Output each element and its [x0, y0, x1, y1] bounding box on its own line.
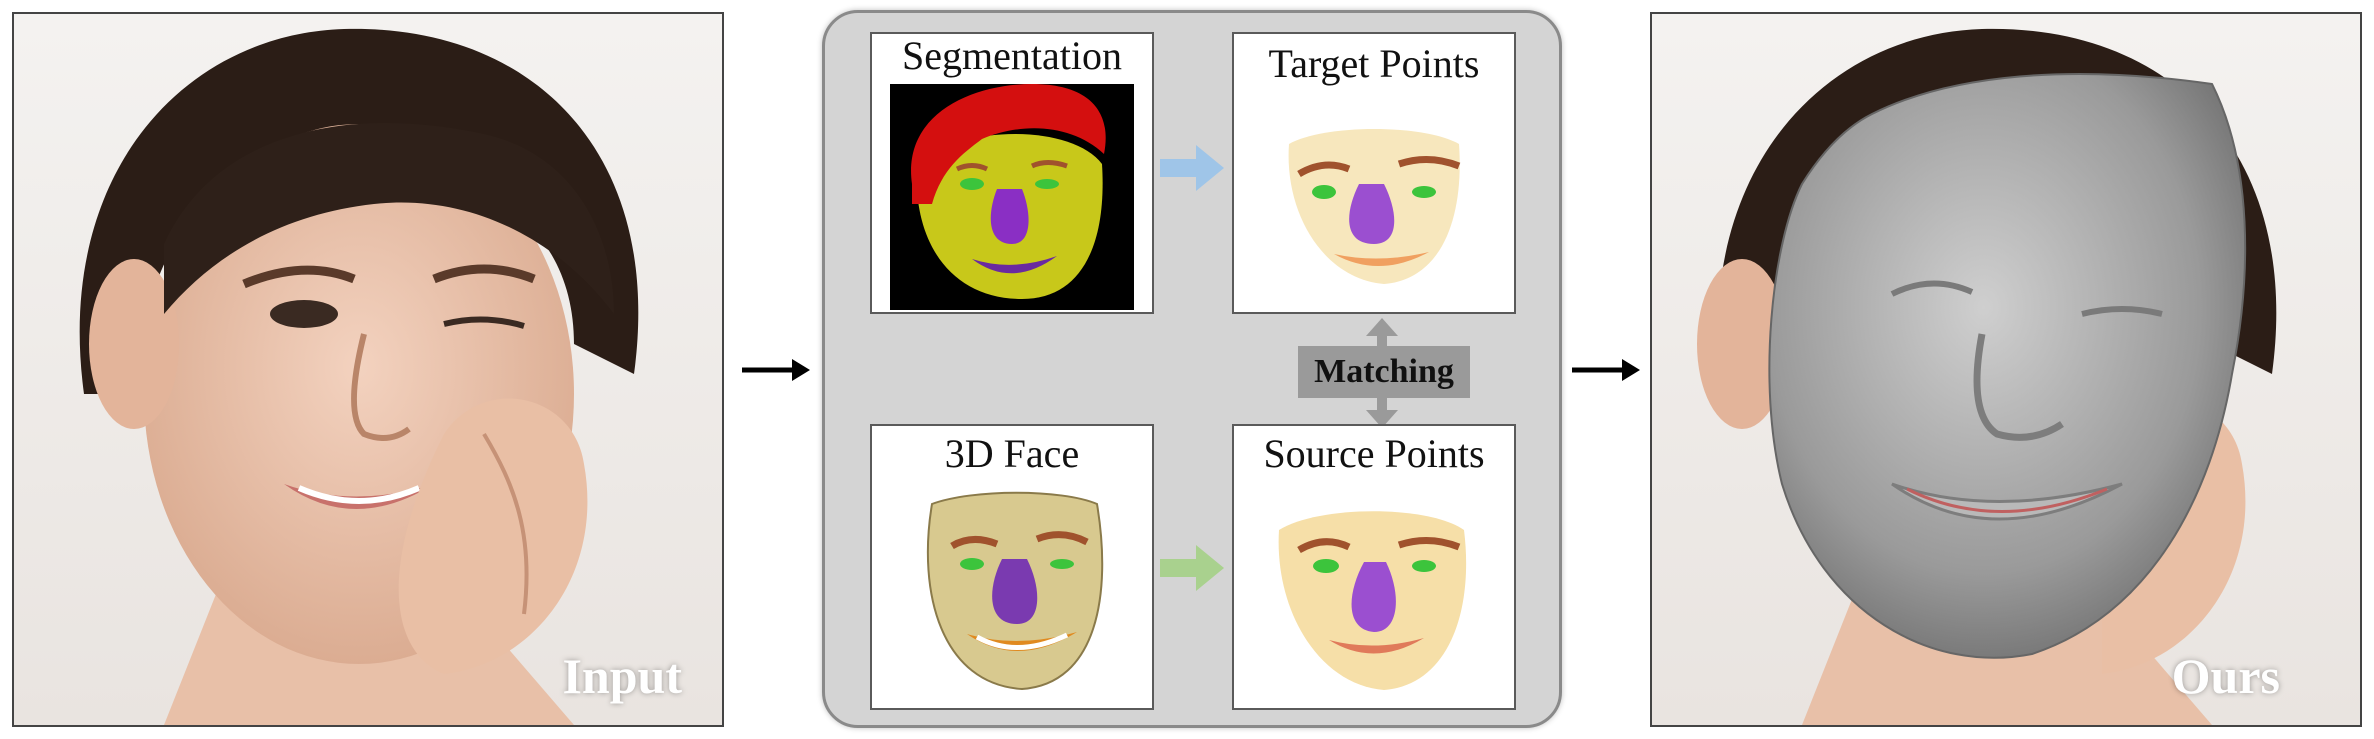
right-arrow-green-icon	[1160, 545, 1224, 591]
right-arrow-blue-icon	[1160, 145, 1224, 191]
segmentation-panel: Segmentation	[870, 32, 1154, 314]
woman-face-image	[14, 14, 722, 725]
input-photo: Input	[12, 12, 724, 727]
segmentation-map-image	[890, 84, 1134, 310]
source-points-image	[1278, 511, 1467, 690]
face-3d-title: 3D Face	[944, 431, 1080, 476]
target-points-panel: Target Points	[1232, 32, 1516, 314]
face-3d-panel: 3D Face	[870, 424, 1154, 710]
output-label: Ours	[2171, 648, 2280, 704]
reconstructed-face-image	[1652, 14, 2360, 725]
right-arrow-icon	[742, 359, 810, 381]
target-points-title: Target Points	[1268, 41, 1480, 86]
source-points-title: Source Points	[1263, 431, 1485, 476]
input-label: Input	[562, 648, 682, 704]
right-arrow-icon-2	[1572, 359, 1640, 381]
matching-label: Matching	[1298, 346, 1470, 398]
face-3d-image	[926, 491, 1104, 691]
segmentation-title: Segmentation	[902, 33, 1122, 78]
source-points-panel: Source Points	[1232, 424, 1516, 710]
output-photo: Ours	[1650, 12, 2362, 727]
target-points-image	[1288, 129, 1461, 284]
